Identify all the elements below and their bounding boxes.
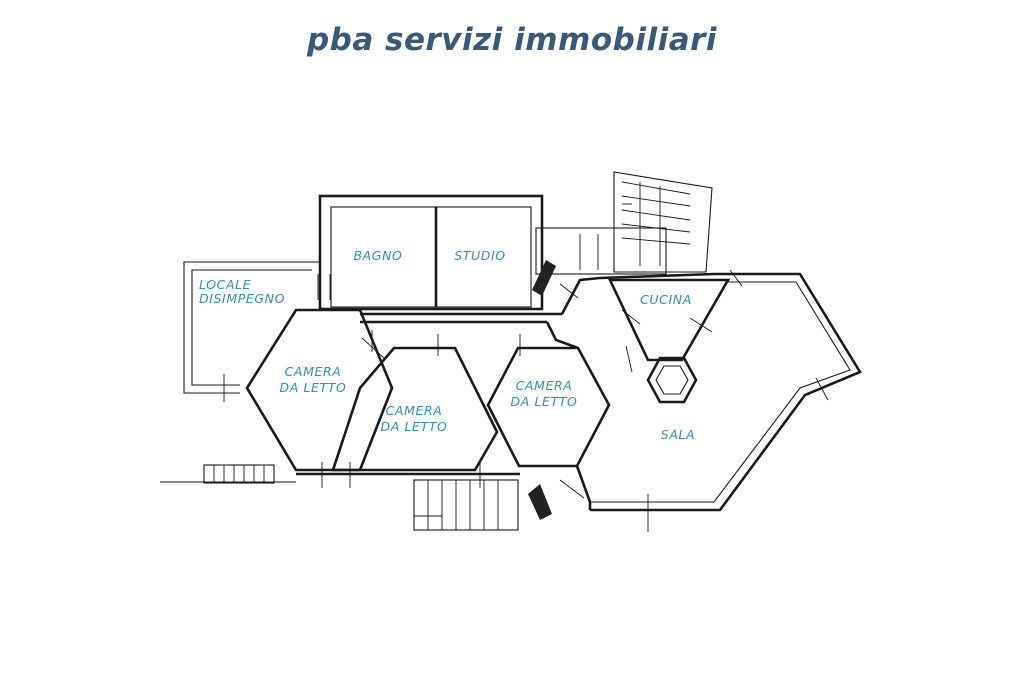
wall-entry-lower (545, 321, 579, 350)
wall-entry-upper (560, 276, 601, 315)
label-locale-line2: DISIMPEGNO (199, 291, 285, 306)
lower-center-stairs (413, 479, 519, 531)
wall-sala-inner (590, 281, 851, 503)
wall-cucina (607, 278, 731, 362)
label-camera-2-line2: DA LETTO (381, 419, 448, 434)
label-bagno: BAGNO (353, 248, 402, 263)
wall-camera-2 (331, 346, 499, 472)
door-swings (223, 269, 829, 532)
room-labels: LOCALE DISIMPEGNO BAGNO STUDIO CUCINA CA… (199, 248, 695, 442)
label-sala: SALA (661, 427, 695, 442)
label-studio: STUDIO (454, 248, 505, 263)
wall-locale-inner (191, 269, 312, 386)
fireplace-hexagon (646, 356, 698, 404)
label-camera-1-line2: DA LETTO (280, 380, 347, 395)
upper-stairs (579, 181, 691, 270)
wall-stair-tower (613, 171, 713, 273)
brand-title: pba servizi immobiliari (306, 22, 718, 58)
label-cucina: CUCINA (640, 292, 692, 307)
stairs (203, 181, 691, 531)
label-camera-3-line1: CAMERA (516, 378, 573, 393)
wall-bagno-studio-block (318, 194, 544, 311)
label-camera-3-line2: DA LETTO (511, 394, 578, 409)
walls (160, 171, 862, 512)
fireplace-inner (655, 365, 689, 395)
lower-left-steps (203, 464, 275, 484)
label-camera-2-line1: CAMERA (386, 403, 443, 418)
wall-sala-outer (590, 272, 862, 512)
wall-locale-outer (183, 261, 320, 394)
wall-stair-landing (535, 227, 667, 275)
wall-entry-bottom (575, 465, 592, 510)
hatch-upper (532, 260, 556, 296)
fixtures (528, 260, 698, 520)
label-camera-1-line1: CAMERA (285, 364, 342, 379)
label-locale-line1: LOCALE (199, 277, 251, 292)
wall-bagno-studio-inner (330, 206, 532, 308)
hatch-lower (528, 484, 552, 520)
